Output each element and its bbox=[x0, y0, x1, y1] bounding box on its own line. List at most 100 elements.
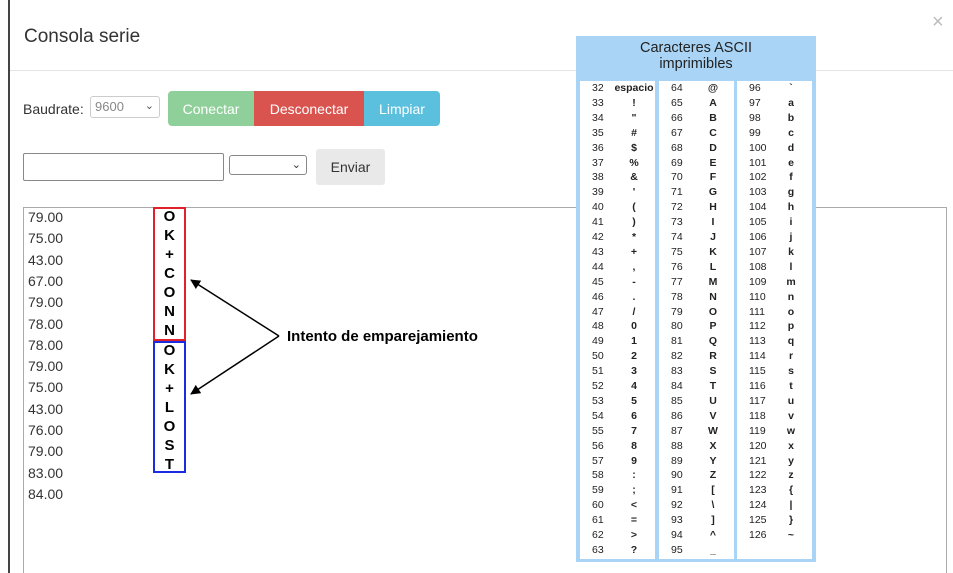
ascii-code: 52 bbox=[592, 380, 604, 392]
ascii-char: D bbox=[709, 141, 717, 154]
ok-lost-highlight-box bbox=[153, 341, 186, 473]
ascii-code: 69 bbox=[671, 156, 683, 169]
ascii-char: ; bbox=[632, 484, 636, 497]
ascii-char: . bbox=[632, 290, 636, 303]
ascii-char: ( bbox=[632, 201, 636, 214]
ascii-code: 34 bbox=[592, 111, 604, 124]
ascii-char: T bbox=[709, 380, 717, 392]
ascii-code: 48 bbox=[592, 320, 604, 333]
ascii-char: c bbox=[788, 126, 794, 139]
send-input[interactable] bbox=[23, 153, 224, 181]
ascii-char: Y bbox=[709, 454, 717, 467]
ascii-char: w bbox=[786, 424, 796, 437]
ascii-char: N bbox=[709, 290, 717, 303]
ascii-char: 9 bbox=[631, 454, 637, 467]
ok-lost-char: T bbox=[164, 456, 175, 473]
ascii-code: 90 bbox=[671, 469, 683, 482]
baudrate-select[interactable]: 9600 ⌄ bbox=[90, 96, 160, 118]
ascii-code: 103 bbox=[749, 186, 767, 199]
ascii-code: 68 bbox=[671, 141, 683, 154]
ascii-char: 7 bbox=[631, 424, 637, 437]
ascii-code: 106 bbox=[749, 231, 767, 243]
ascii-code: 62 bbox=[592, 529, 604, 541]
ascii-title-line2: imprimibles bbox=[659, 56, 733, 72]
ascii-char: R bbox=[709, 350, 717, 363]
ascii-code: 87 bbox=[671, 424, 683, 437]
ascii-char: { bbox=[788, 484, 794, 497]
ascii-char: e bbox=[788, 156, 794, 169]
ascii-code: 84 bbox=[671, 380, 683, 392]
ascii-char: y bbox=[788, 454, 794, 467]
connect-button[interactable]: Conectar bbox=[168, 91, 254, 126]
ascii-code: 101 bbox=[749, 156, 767, 169]
ascii-char: v bbox=[788, 409, 794, 422]
ascii-char: F bbox=[709, 171, 717, 184]
ascii-code: 42 bbox=[592, 231, 604, 243]
ascii-char: t bbox=[789, 380, 793, 392]
ascii-code: 46 bbox=[592, 290, 604, 303]
ascii-code: 58 bbox=[592, 469, 604, 482]
close-icon[interactable]: × bbox=[932, 11, 944, 33]
ascii-char: m bbox=[786, 275, 796, 288]
ascii-char: j bbox=[789, 231, 793, 243]
ascii-char: X bbox=[709, 439, 717, 452]
ascii-code: 125 bbox=[749, 514, 767, 527]
ok-connn-highlight-box bbox=[153, 207, 186, 341]
ascii-code: 49 bbox=[592, 335, 604, 348]
ascii-code: 47 bbox=[592, 305, 604, 318]
ascii-char: Z bbox=[709, 469, 717, 482]
ascii-char: u bbox=[787, 394, 795, 407]
ascii-char: [ bbox=[711, 484, 715, 497]
ascii-char: o bbox=[787, 305, 795, 318]
ascii-char: ^ bbox=[709, 529, 717, 541]
ascii-char: O bbox=[708, 305, 718, 318]
ascii-char: espacio bbox=[614, 82, 654, 94]
ascii-char: S bbox=[709, 365, 717, 378]
ascii-char: k bbox=[788, 245, 794, 258]
ascii-code: 53 bbox=[592, 394, 604, 407]
ascii-code: 35 bbox=[592, 126, 604, 139]
clear-button[interactable]: Limpiar bbox=[364, 91, 440, 126]
ascii-code: 94 bbox=[671, 529, 683, 541]
ascii-char: d bbox=[787, 141, 795, 154]
ascii-char: b bbox=[787, 111, 795, 124]
ok-lost-char: S bbox=[164, 437, 175, 454]
send-button[interactable]: Enviar bbox=[316, 149, 385, 185]
ascii-char: I bbox=[711, 216, 715, 229]
ascii-char: ? bbox=[630, 543, 638, 556]
ascii-char: ! bbox=[632, 96, 636, 109]
ascii-code: 120 bbox=[749, 439, 767, 452]
ascii-code: 88 bbox=[671, 439, 683, 452]
ascii-char: l bbox=[789, 260, 793, 273]
ascii-char: L bbox=[709, 260, 717, 273]
ascii-code: 80 bbox=[671, 320, 683, 333]
ascii-code: 41 bbox=[592, 216, 604, 229]
ascii-code: 40 bbox=[592, 201, 604, 214]
ascii-char: / bbox=[632, 305, 636, 318]
ascii-code: 96 bbox=[749, 82, 761, 94]
console-line: 79.00 bbox=[28, 443, 64, 460]
ascii-code: 82 bbox=[671, 350, 683, 363]
chevron-down-icon: ⌄ bbox=[291, 159, 301, 171]
ascii-char: r bbox=[788, 350, 794, 363]
ascii-code: 100 bbox=[749, 141, 767, 154]
disconnect-button[interactable]: Desconectar bbox=[254, 91, 364, 126]
ascii-char: 3 bbox=[631, 365, 637, 378]
ascii-char: 1 bbox=[631, 335, 637, 348]
ok-connn-char: O bbox=[163, 284, 176, 301]
ascii-title-line1: Caracteres ASCII bbox=[639, 40, 752, 56]
send-mode-select[interactable]: ⌄ bbox=[229, 155, 307, 175]
ok-lost-char: K bbox=[164, 361, 175, 378]
ascii-code: 108 bbox=[749, 260, 767, 273]
ascii-code: 124 bbox=[749, 499, 767, 512]
ascii-char: H bbox=[709, 201, 717, 214]
ascii-char: V bbox=[709, 409, 717, 422]
ascii-char: } bbox=[788, 514, 794, 527]
ascii-code: 33 bbox=[592, 96, 604, 109]
console-line: 78.00 bbox=[28, 315, 64, 332]
ascii-char: f bbox=[789, 171, 793, 184]
console-line: 78.00 bbox=[28, 336, 64, 353]
ascii-code: 85 bbox=[671, 394, 683, 407]
console-line: 83.00 bbox=[28, 464, 64, 481]
ok-connn-char: O bbox=[163, 208, 176, 225]
